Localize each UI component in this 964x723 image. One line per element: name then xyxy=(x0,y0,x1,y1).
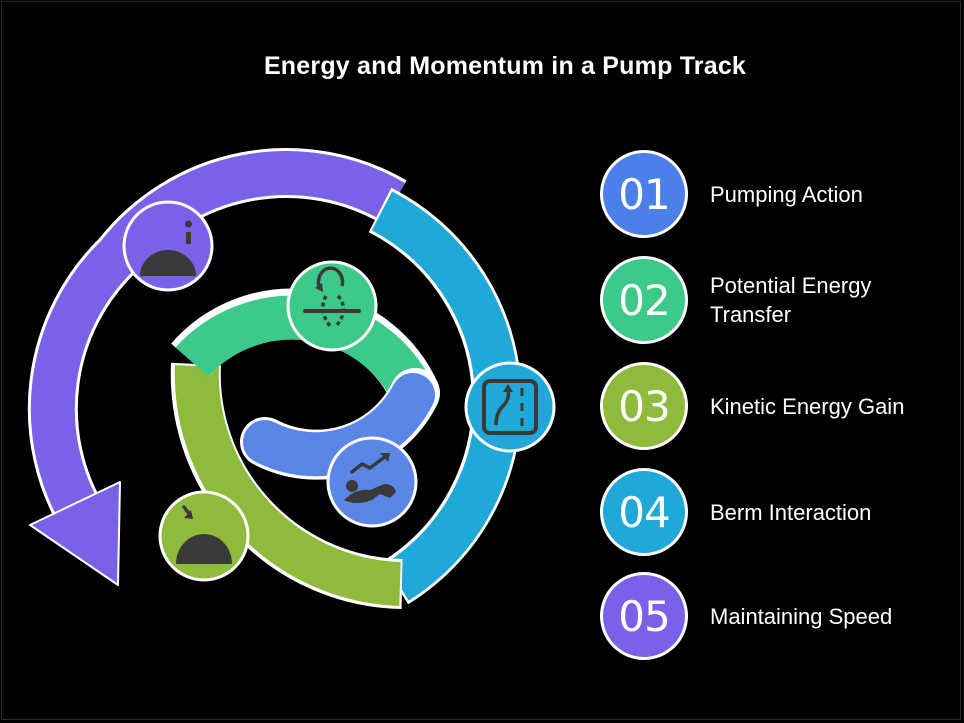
step-label-04: Berm Interaction xyxy=(710,499,872,525)
step-badge-01: 01 xyxy=(600,150,688,238)
step-label-05: Maintaining Speed xyxy=(710,603,893,629)
step-label-01: Pumping Action xyxy=(710,181,863,207)
page-title: Energy and Momentum in a Pump Track xyxy=(263,52,747,80)
legend-item-01: 01 Pumping Action xyxy=(600,150,940,244)
step-badge-02: 02 xyxy=(600,256,688,344)
mound-up-arrow-icon xyxy=(122,200,214,292)
step-badge-04: 04 xyxy=(600,468,688,556)
legend-item-05: 05 Maintaining Speed xyxy=(600,572,940,666)
curved-road-icon xyxy=(464,361,556,453)
step-badge-05: 05 xyxy=(600,572,688,660)
step-label-03: Kinetic Energy Gain xyxy=(710,393,905,419)
step-badge-03: 03 xyxy=(600,362,688,450)
step-label-02: Potential Energy Transfer xyxy=(710,273,872,327)
legend-item-04: 04 Berm Interaction xyxy=(600,468,940,562)
rider-accelerating-icon xyxy=(326,436,418,528)
rotation-icon xyxy=(286,260,378,352)
legend-item-03: 03 Kinetic Energy Gain xyxy=(600,362,940,456)
legend-item-02: 02 Potential Energy Transfer xyxy=(600,256,940,350)
spiral-segment-05 xyxy=(27,148,407,586)
spiral-segment-03 xyxy=(170,362,403,609)
mound-down-arrow-icon xyxy=(158,490,250,582)
